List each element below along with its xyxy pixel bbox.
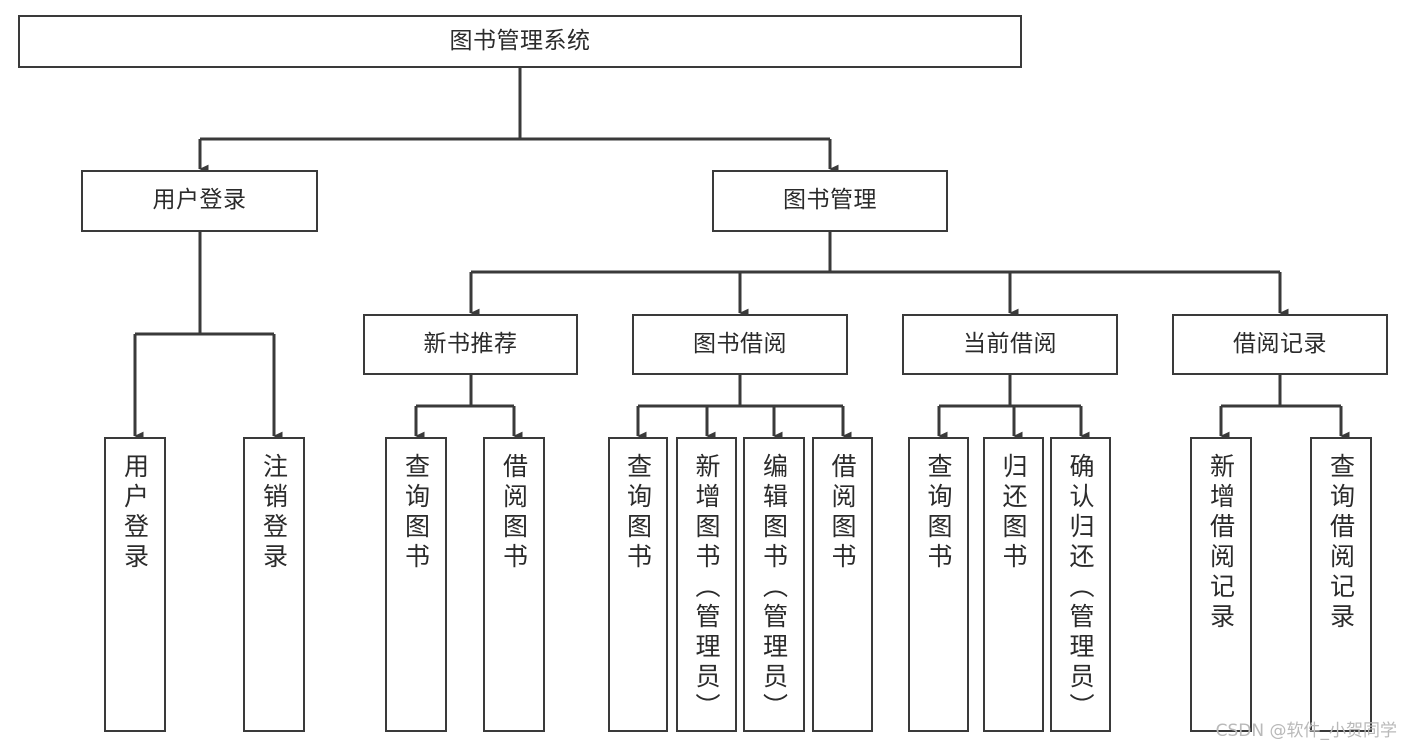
node-label: 确认归还（管理员） [1066,453,1095,723]
node-label: 图书借阅 [693,330,787,357]
node-leaf-add-record[interactable]: 新增借阅记录 [1190,437,1252,732]
node-leaf-query-book-1[interactable]: 查询图书 [385,437,447,732]
watermark-text: CSDN @软件_小贺同学 [1215,721,1397,741]
node-label: 查询借阅记录 [1326,453,1356,633]
node-leaf-return-book[interactable]: 归还图书 [983,437,1044,732]
node-leaf-borrow-book-1[interactable]: 借阅图书 [483,437,545,732]
node-label: 新增借阅记录 [1206,453,1236,633]
node-label: 当前借阅 [963,330,1057,357]
node-label: 查询图书 [401,453,431,573]
node-label: 归还图书 [999,453,1028,573]
node-user-login[interactable]: 用户登录 [81,170,318,232]
node-leaf-query-book-3[interactable]: 查询图书 [908,437,969,732]
node-borrow-record[interactable]: 借阅记录 [1172,314,1388,375]
node-root[interactable]: 图书管理系统 [18,15,1022,68]
node-leaf-logout[interactable]: 注销登录 [243,437,305,732]
node-leaf-user-login[interactable]: 用户登录 [104,437,166,732]
edges-group [133,68,1350,441]
node-book-manage[interactable]: 图书管理 [712,170,948,232]
node-label: 用户登录 [120,453,150,573]
node-label: 借阅记录 [1233,330,1327,357]
node-label: 新书推荐 [423,330,518,357]
node-label: 编辑图书（管理员） [759,453,789,723]
node-label: 借阅图书 [499,453,529,573]
node-label: 借阅图书 [828,453,857,573]
node-leaf-borrow-book-2[interactable]: 借阅图书 [812,437,873,732]
node-label: 新增图书（管理员） [692,453,721,723]
node-label: 图书管理系统 [449,27,591,54]
node-label: 用户登录 [152,187,247,214]
node-label: 查询图书 [924,453,953,573]
node-new-book-rec[interactable]: 新书推荐 [363,314,578,375]
node-leaf-add-book[interactable]: 新增图书（管理员） [676,437,737,732]
node-current-borrow[interactable]: 当前借阅 [902,314,1118,375]
node-book-borrow[interactable]: 图书借阅 [632,314,848,375]
node-label: 查询图书 [623,453,653,573]
node-label: 图书管理 [783,187,877,214]
node-label: 注销登录 [259,453,289,573]
node-leaf-query-record[interactable]: 查询借阅记录 [1310,437,1372,732]
node-leaf-confirm-return[interactable]: 确认归还（管理员） [1050,437,1111,732]
node-leaf-edit-book[interactable]: 编辑图书（管理员） [743,437,805,732]
node-leaf-query-book-2[interactable]: 查询图书 [608,437,668,732]
